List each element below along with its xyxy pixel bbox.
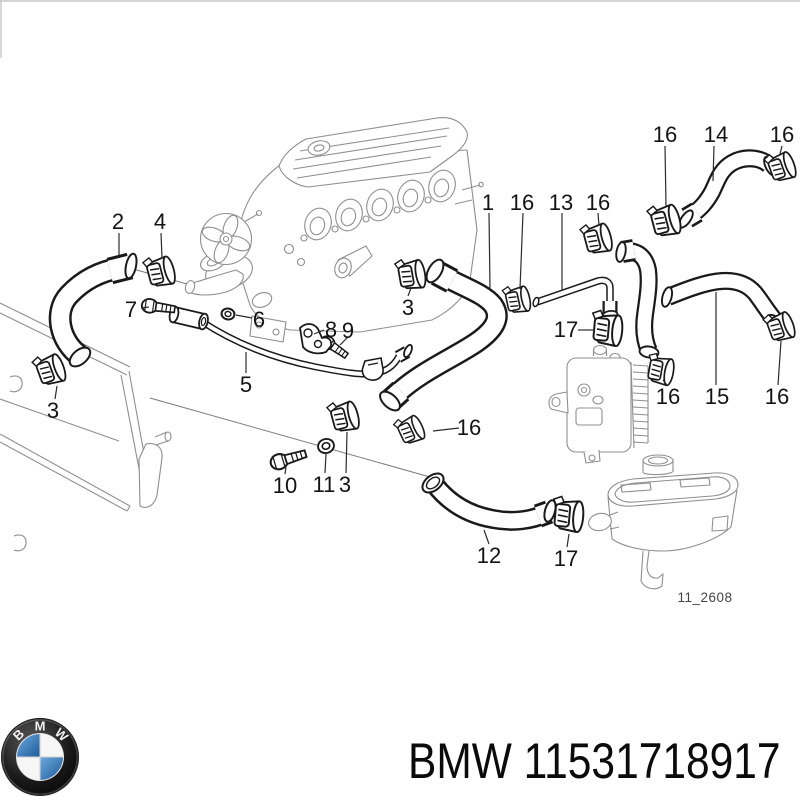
- part-label: 3: [402, 295, 414, 320]
- part-label: 6: [253, 307, 265, 332]
- hose-clamp: [391, 410, 428, 449]
- part-label: 14: [704, 122, 728, 147]
- part-label: 17: [554, 546, 578, 571]
- part-label: 1: [482, 190, 494, 215]
- bracket-8: [299, 323, 333, 355]
- part-label: 16: [653, 122, 677, 147]
- bmw-logo: B M W: [1, 718, 79, 796]
- part-label: 11: [313, 472, 336, 497]
- hose-14: [678, 149, 777, 229]
- part-label: 4: [154, 209, 166, 234]
- hose-clamp: [645, 199, 684, 241]
- logo-quadrant-white-bl: [17, 757, 40, 780]
- part-label: 16: [457, 415, 481, 440]
- part-label: 7: [125, 297, 137, 322]
- part-labels: 2 4 16 14 16 1 16 13 16 7 6 8 9 3 17 5 3…: [47, 122, 794, 571]
- part-label: 2: [112, 209, 124, 234]
- logo-letter-m: M: [35, 719, 46, 734]
- leader-lines: [54, 145, 783, 548]
- radiator-drawing: [0, 302, 172, 552]
- hose-clamp: [325, 396, 363, 436]
- part-label: 3: [47, 398, 59, 423]
- expansion-tank-drawing: [588, 454, 739, 590]
- part-label: 16: [510, 190, 534, 215]
- elbow-hose: [615, 239, 660, 359]
- hose-12: [421, 472, 557, 531]
- part-label: 17: [554, 317, 578, 342]
- drawing-number: 11_2608: [677, 590, 732, 605]
- hose-clamp: [578, 218, 616, 258]
- part-label: 3: [339, 472, 351, 497]
- part-label: 5: [240, 372, 252, 397]
- part-label: 13: [549, 190, 573, 215]
- part-label: 9: [342, 318, 354, 343]
- hose-2: [48, 252, 138, 368]
- pipe-5: [199, 318, 413, 378]
- part-label: 16: [765, 384, 789, 409]
- image-border: [0, 0, 800, 58]
- logo-quadrant-blue-tl: [17, 734, 40, 757]
- pipe-hanger: [361, 357, 384, 381]
- hose-clamp: [30, 349, 69, 390]
- pipe-13: [532, 276, 619, 320]
- bolt-10: [267, 445, 309, 473]
- sealing-ring-6: [220, 307, 236, 321]
- logo-quadrant-white-tr: [40, 734, 63, 757]
- oil-cooler-drawing: [548, 344, 649, 464]
- banjo-fitting: [168, 305, 209, 331]
- part-label: 16: [770, 122, 794, 147]
- part-label: 8: [325, 317, 337, 342]
- hose-clamp: [589, 308, 625, 348]
- part-label: 16: [586, 190, 610, 215]
- hose-clamp: [141, 251, 179, 291]
- hose-clamp: [643, 351, 677, 387]
- hose-clamp: [550, 494, 586, 534]
- hose-1: [379, 258, 508, 412]
- logo-quadrant-blue-br: [40, 757, 63, 780]
- part-label: 16: [656, 384, 680, 409]
- part-label: 15: [705, 384, 729, 409]
- part-label: 12: [477, 543, 501, 568]
- part-label: 10: [273, 473, 297, 498]
- washer-11: [315, 436, 337, 456]
- part-number-text: BMW 11531718917: [408, 733, 781, 789]
